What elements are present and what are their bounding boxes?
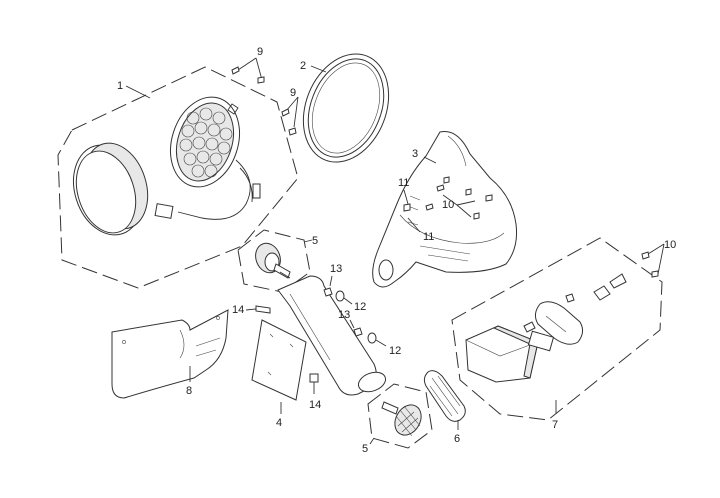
- callout-12a: 12: [354, 301, 366, 313]
- reflector-lower: 5: [362, 383, 433, 455]
- callout-8: 8: [186, 385, 192, 397]
- callout-13b: 13: [338, 309, 350, 321]
- bolts-14: 14 14: [232, 304, 321, 411]
- callout-4: 4: [276, 417, 282, 429]
- headlight-trim-ring: 2: [300, 53, 390, 163]
- callout-10a: 10: [442, 199, 454, 211]
- group-7-outline: [451, 237, 663, 421]
- callout-10b: 10: [664, 239, 676, 251]
- callout-3: 3: [412, 148, 418, 160]
- callout-12b: 12: [389, 345, 401, 357]
- callout-1: 1: [117, 80, 123, 92]
- callout-9b: 9: [290, 87, 296, 99]
- callout-11a: 11: [398, 177, 409, 189]
- callout-2: 2: [300, 60, 306, 72]
- license-plate-bracket: 4: [251, 275, 387, 429]
- nuts-washers: 13 12 13 12: [323, 263, 401, 357]
- headlight-lens: [73, 142, 149, 236]
- mud-guard-plate: 8: [111, 309, 229, 399]
- tail-light-assembly-group: 7 10: [451, 237, 676, 431]
- callout-6: 6: [454, 433, 460, 445]
- callout-14a: 14: [232, 304, 244, 316]
- reflector-mount-upper: 5: [237, 229, 318, 293]
- callout-13a: 13: [330, 263, 342, 275]
- front-fairing: 3 10 11 11: [372, 130, 517, 288]
- led-reflector-unit: [154, 96, 261, 220]
- callout-14b: 14: [309, 399, 321, 411]
- headlight-assembly-group: 1: [57, 66, 299, 289]
- callout-11b: 11: [423, 231, 434, 243]
- screws-9: 9 9: [231, 46, 299, 136]
- side-reflector: 6: [423, 370, 466, 445]
- callout-9a: 9: [257, 46, 263, 58]
- callout-7: 7: [552, 419, 558, 431]
- callout-5a: 5: [312, 235, 318, 247]
- callout-5b: 5: [362, 443, 368, 455]
